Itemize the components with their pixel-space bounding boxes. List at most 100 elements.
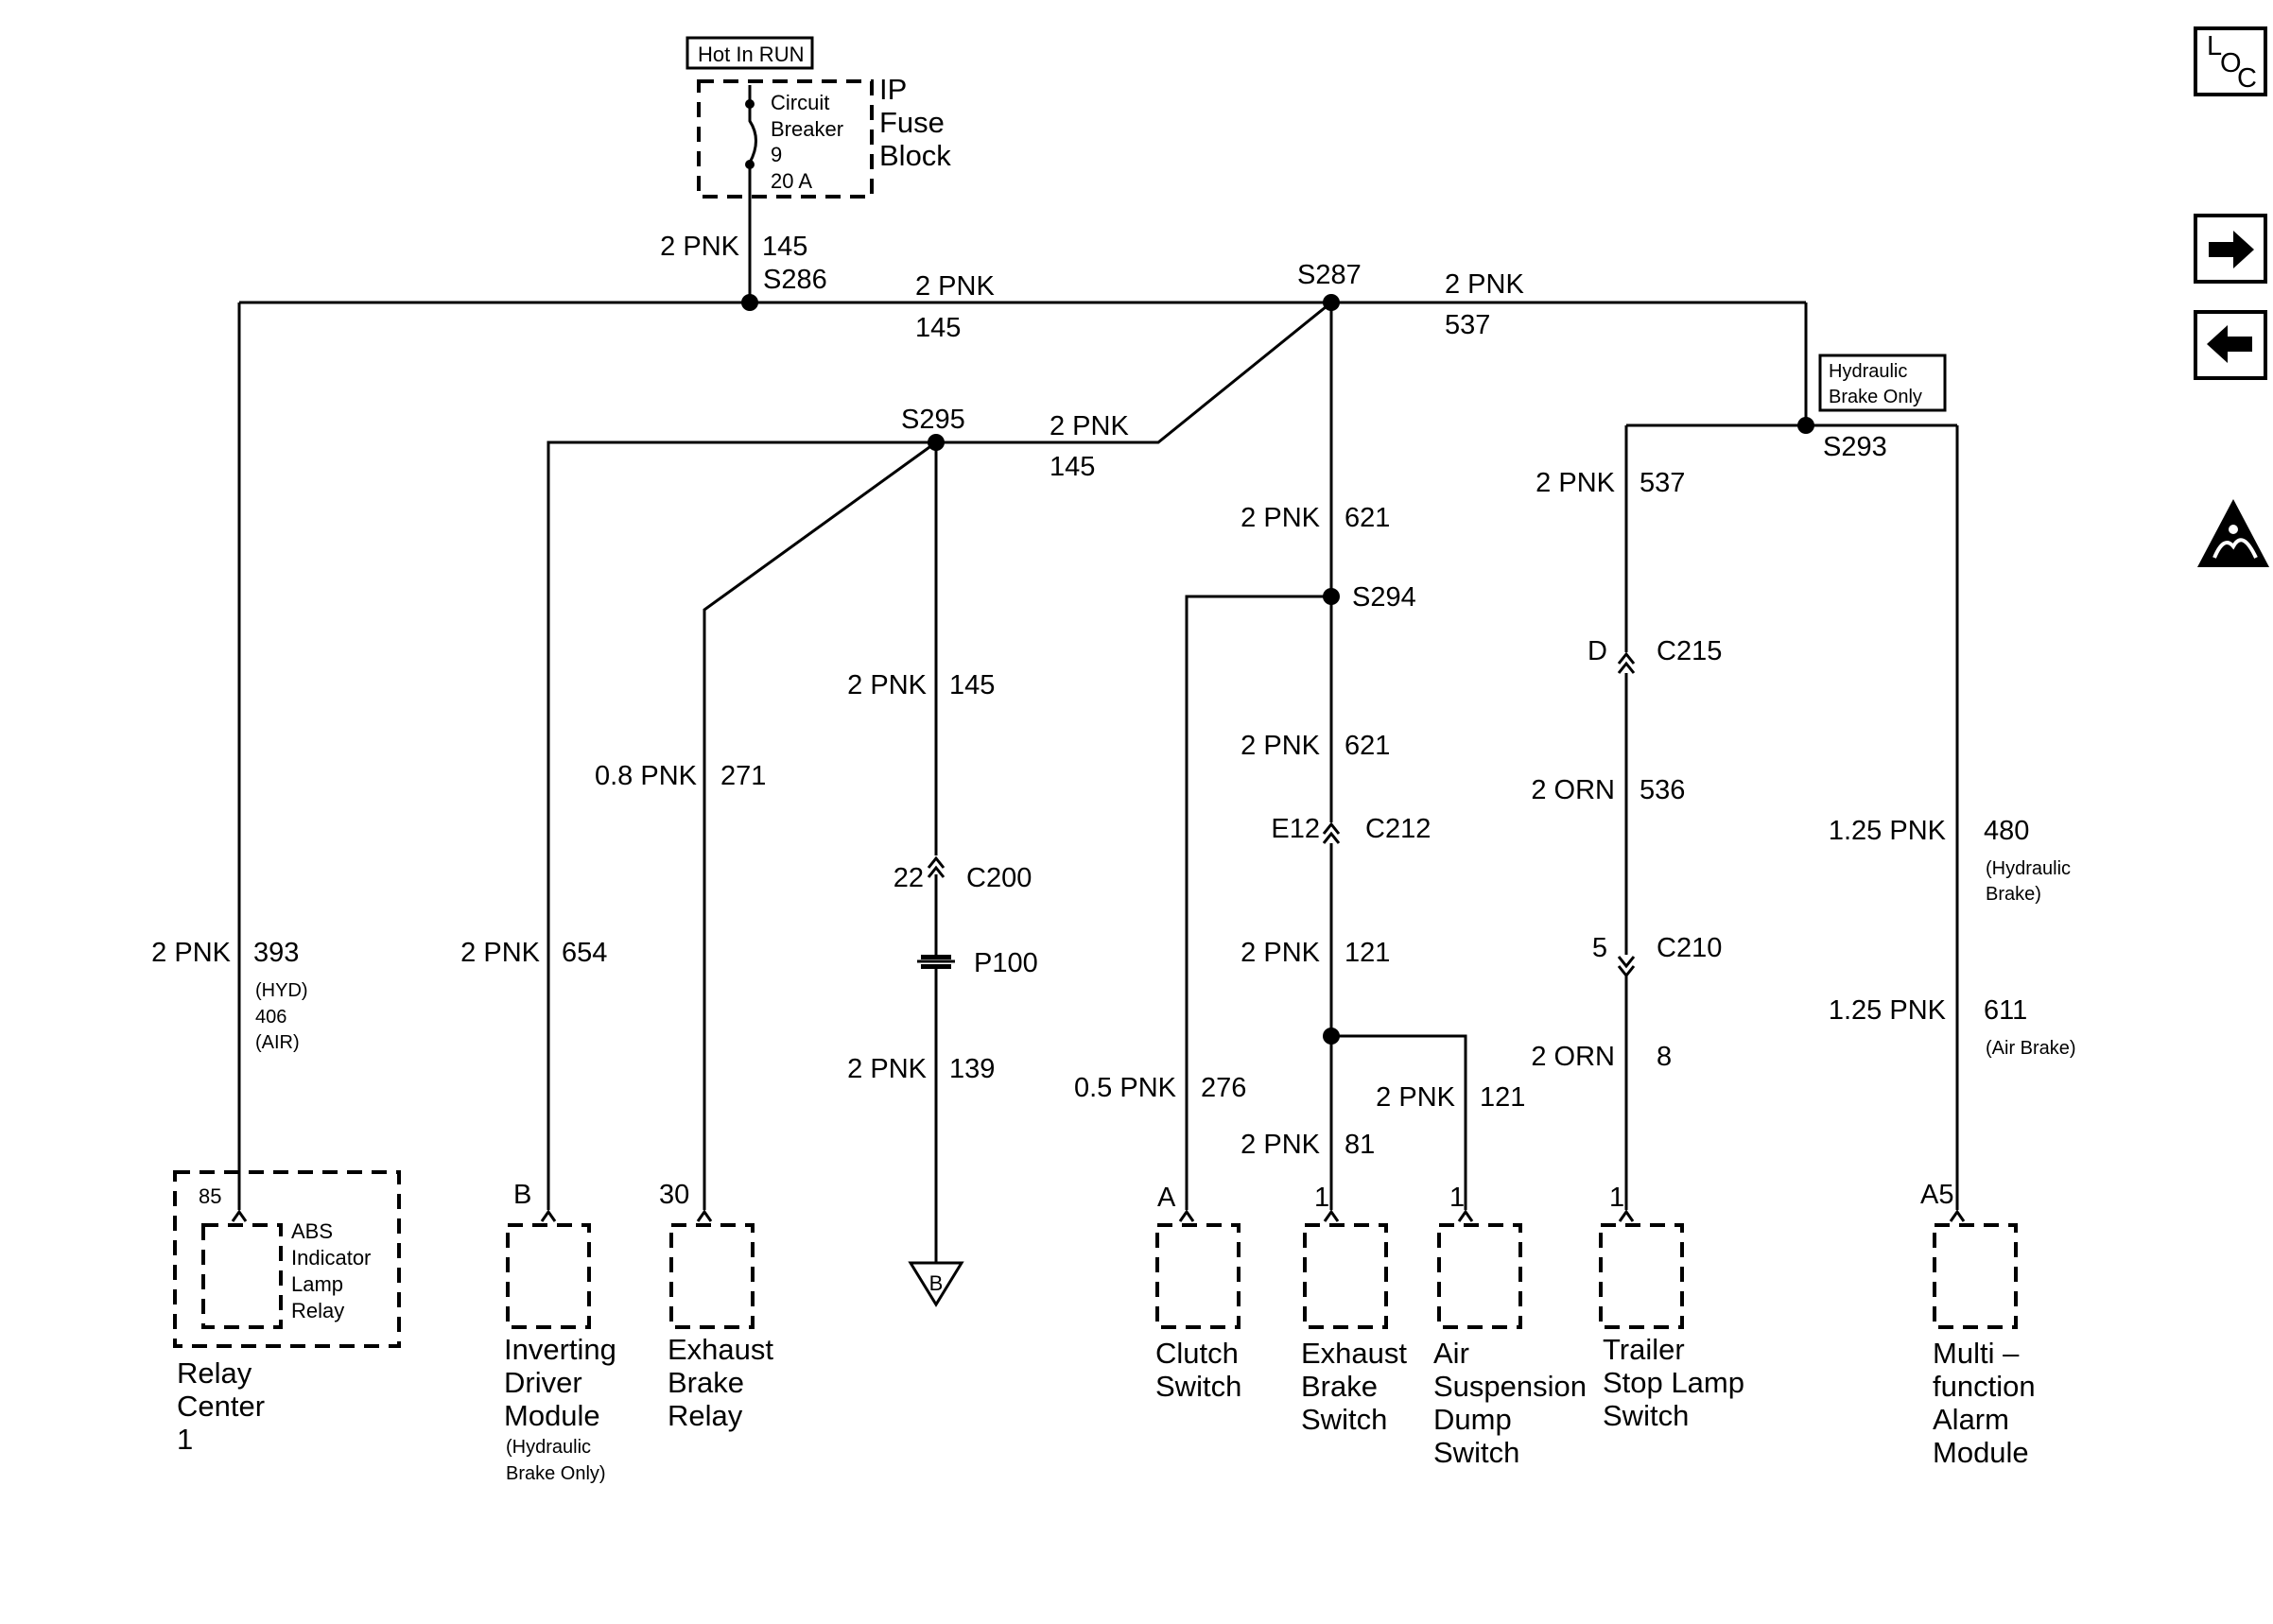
- wire-label-gauge: 2 PNK: [1241, 938, 1320, 968]
- wire-label-circuit: 537: [1640, 468, 1685, 498]
- component-name-2: function: [1933, 1370, 2036, 1403]
- fuse-block-outline: [697, 79, 874, 199]
- locator-letter-l: L: [2207, 31, 2222, 61]
- component-name-2: Brake: [1301, 1370, 1378, 1403]
- wire-label-note: 406: [255, 1007, 286, 1028]
- component-name-4: Switch: [1433, 1436, 1519, 1469]
- right-arrow-icon: [2209, 231, 2254, 268]
- wire-runs: [237, 164, 1959, 1263]
- wire-label-note: (Air Brake): [1986, 1038, 2076, 1059]
- connector-name: P100: [974, 948, 1038, 978]
- component-pin: B: [513, 1180, 531, 1210]
- fuse-block-name-3: Block: [879, 139, 951, 172]
- relay-inner-4: Relay: [291, 1299, 344, 1322]
- hydraulic-tag-line-2: Brake Only: [1829, 387, 1922, 407]
- wire-s295-bus: [547, 301, 1332, 1210]
- locator-letter-c: C: [2237, 63, 2257, 94]
- passthrough-p100: P100: [917, 948, 1038, 978]
- wire-label-circuit: 271: [720, 761, 766, 791]
- component-name-2: Driver: [504, 1366, 582, 1399]
- component-name-3: Switch: [1603, 1399, 1689, 1432]
- component-name-3: Module: [504, 1399, 600, 1432]
- splices: S286 S287 S295 S293 S294: [741, 260, 1887, 1045]
- component-multifunction-alarm-module: A5 Multi – function Alarm Module: [1920, 1180, 2036, 1469]
- locator-letter-o: O: [2220, 48, 2242, 78]
- fuse-block-name-2: Fuse: [879, 106, 945, 139]
- wire-label-note: (HYD): [255, 980, 308, 1001]
- ground-label: B: [929, 1271, 944, 1295]
- connector-name: C200: [966, 863, 1032, 893]
- wire-label-circuit: 393: [253, 938, 299, 968]
- component-pin: 1: [1609, 1183, 1624, 1213]
- wire-271: [703, 441, 937, 1210]
- wire-label-gauge: 2 PNK: [151, 938, 231, 968]
- hot-in-run-tag: [685, 36, 814, 70]
- inline-connectors: 22 C200 P100 E12 C212 D C215 5: [894, 636, 1723, 978]
- components: 85 ABS Indicator Lamp Relay Relay Center…: [173, 1170, 2036, 1484]
- relay-inner-1: ABS: [291, 1219, 333, 1243]
- connector-pin: D: [1588, 636, 1607, 666]
- component-name-1: Inverting: [504, 1333, 616, 1366]
- splice-s287-label: S287: [1297, 260, 1362, 290]
- splice-s293-label: S293: [1823, 432, 1887, 462]
- component-inverting-driver-module: B Inverting Driver Module (Hydraulic Bra…: [504, 1180, 616, 1484]
- ip-fuse-block: Hot In RUN Circuit Breaker 9 20 A IP Fus…: [685, 36, 951, 199]
- ground-symbol: B: [908, 1261, 964, 1307]
- fuse-block-name-1: IP: [879, 73, 907, 106]
- component-relay-center: 85 ABS Indicator Lamp Relay Relay Center…: [173, 1170, 401, 1456]
- wire-label-circuit: 654: [562, 938, 607, 968]
- connector-c212: E12 C212: [1271, 814, 1431, 844]
- splice-s286-label: S286: [763, 265, 827, 295]
- relay-inner-3: Lamp: [291, 1272, 343, 1296]
- wire-label-circuit: 121: [1480, 1082, 1525, 1113]
- component-name-3: Alarm: [1933, 1403, 2009, 1436]
- wire-label-gauge: 2 PNK: [1445, 269, 1524, 300]
- wire-label-gauge: 0.8 PNK: [595, 761, 698, 791]
- esd-warning-icon: [2197, 499, 2269, 567]
- wire-label-circuit: 121: [1345, 938, 1390, 968]
- side-nav: L O C: [2194, 26, 2269, 567]
- wire-label-gauge: 2 PNK: [847, 670, 927, 700]
- next-button[interactable]: [2194, 214, 2267, 284]
- component-note-1: (Hydraulic: [506, 1437, 591, 1458]
- wire-label-circuit: 537: [1445, 310, 1490, 340]
- component-name-2: Center: [177, 1390, 265, 1423]
- connector-c200: 22 C200: [894, 855, 1032, 893]
- wire-label-circuit: 480: [1984, 816, 2029, 846]
- component-name-1: Multi –: [1933, 1337, 2020, 1370]
- component-exhaust-brake-switch: 1 Exhaust Brake Switch: [1301, 1183, 1407, 1436]
- component-name-1: Air: [1433, 1337, 1469, 1370]
- wire-121-branch: [1331, 1034, 1467, 1210]
- wire-label-gauge: 2 PNK: [1050, 411, 1129, 441]
- wire-label-gauge: 1.25 PNK: [1829, 995, 1947, 1026]
- component-name-1: Relay: [177, 1356, 252, 1390]
- splice-s293-dot: [1797, 417, 1814, 434]
- wire-label-note: Brake): [1986, 884, 2041, 905]
- previous-button[interactable]: [2194, 310, 2267, 380]
- connector-pin: 22: [894, 863, 924, 893]
- wire-label-gauge: 2 ORN: [1531, 775, 1615, 805]
- wire-label-circuit: 81: [1345, 1130, 1375, 1160]
- wire-label-gauge: 2 PNK: [1241, 503, 1320, 533]
- splice-s294-dot: [1323, 588, 1340, 605]
- component-name-3: 1: [177, 1423, 193, 1456]
- wire-label-gauge: 2 PNK: [847, 1054, 927, 1084]
- breaker-line-3: 9: [771, 143, 782, 166]
- component-name-2: Brake: [668, 1366, 744, 1399]
- hydraulic-brake-only-tag: Hydraulic Brake Only: [1818, 354, 1947, 412]
- wire-label-gauge: 2 ORN: [1531, 1042, 1615, 1072]
- component-name-1: Exhaust: [1301, 1337, 1407, 1370]
- connector-c215: D C215: [1588, 636, 1722, 674]
- locator-button[interactable]: L O C: [2194, 26, 2267, 96]
- component-note-2: Brake Only): [506, 1463, 606, 1484]
- wire-label-circuit: 145: [949, 670, 995, 700]
- circuit-breaker-symbol: [748, 104, 757, 164]
- component-pin: 1: [1449, 1183, 1465, 1213]
- connector-pin: E12: [1271, 814, 1320, 844]
- connector-name: C212: [1365, 814, 1431, 844]
- component-trailer-stop-lamp-switch: 1 Trailer Stop Lamp Switch: [1599, 1183, 1744, 1432]
- breaker-line-4: 20 A: [771, 169, 812, 193]
- component-pin: 30: [659, 1180, 689, 1210]
- component-name-3: Dump: [1433, 1403, 1512, 1436]
